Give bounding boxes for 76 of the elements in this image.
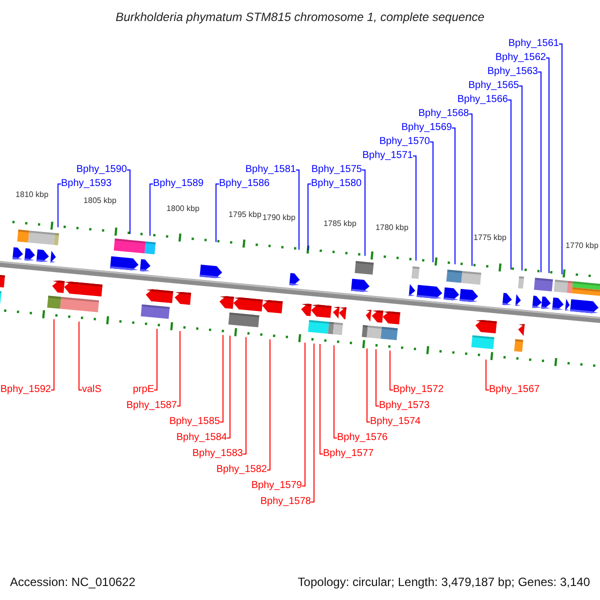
gene-label: Bphy_1589 — [153, 178, 204, 190]
leader-line — [468, 114, 472, 266]
scale-label: 1805 kbp — [84, 196, 116, 206]
leader-line — [430, 142, 434, 263]
leader-line — [518, 86, 522, 272]
gene-label: Bphy_1572 — [393, 384, 444, 396]
gene-label: Bphy_1585 — [169, 416, 220, 428]
leader-line — [452, 128, 456, 265]
gene-label: Bphy_1577 — [323, 448, 374, 460]
gene-label: Bphy_1570 — [379, 136, 430, 148]
gene-label: Bphy_1566 — [457, 94, 508, 106]
leader-line — [412, 156, 416, 262]
leader-line — [558, 44, 562, 275]
leader-line — [310, 343, 314, 502]
gene-label: Bphy_1586 — [219, 178, 270, 190]
gene-label: Bphy_1571 — [362, 150, 413, 162]
gene-label: valS — [82, 384, 102, 396]
leader-line — [320, 344, 324, 454]
leader-line — [390, 350, 394, 390]
leader-line — [334, 344, 338, 438]
gene-label: Bphy_1565 — [468, 80, 519, 92]
gene-label: Bphy_1582 — [216, 464, 267, 476]
scale-label: 1790 kbp — [262, 212, 296, 223]
leader-line — [216, 184, 220, 242]
gene-label: Bphy_1573 — [379, 400, 430, 412]
chart-title: Burkholderia phymatum STM815 chromosome 1, complete sequence — [114, 10, 486, 24]
gene-label: Bphy_1584 — [176, 432, 227, 444]
leader-line — [308, 184, 312, 252]
leader-line — [508, 100, 512, 270]
gene-label: Bphy_1592 — [0, 384, 51, 396]
leader-line — [546, 58, 550, 274]
leader-line — [242, 336, 246, 454]
leader-line — [176, 330, 180, 406]
gene-label: Bphy_1562 — [495, 52, 546, 64]
leader-line — [296, 170, 300, 250]
gene-label: Bphy_1581 — [245, 164, 296, 176]
leader-line — [486, 359, 490, 390]
leader-line — [154, 328, 158, 390]
gene-label: Bphy_1574 — [370, 416, 421, 428]
leader-line — [366, 348, 370, 422]
leader-line — [50, 318, 54, 390]
footer-text: Topology: circular; Length: 3,479,187 bp; Genes: 3,140 — [298, 575, 590, 589]
gene-label: prpE — [132, 384, 154, 396]
gene-label: Bphy_1567 — [489, 384, 540, 396]
leader-line — [362, 170, 366, 256]
leader-line — [220, 334, 224, 422]
gene-label: Bphy_1575 — [311, 164, 362, 176]
leader-line — [126, 170, 130, 234]
scale-label: 1800 kbp — [166, 204, 200, 214]
gene-label: Bphy_1587 — [126, 400, 177, 412]
gene-label: Bphy_1578 — [260, 496, 311, 508]
gene-label: Bphy_1568 — [418, 108, 469, 120]
scale-label: 1785 kbp — [324, 218, 356, 229]
leader-line — [58, 184, 62, 228]
scale-label: 1775 kbp — [474, 232, 506, 243]
gene-label: Bphy_1593 — [61, 178, 112, 190]
leader-line — [78, 321, 82, 390]
gene-label: Bphy_1590 — [76, 164, 127, 176]
gene-label: Bphy_1583 — [192, 448, 243, 460]
gene-label: Bphy_1561 — [508, 38, 559, 50]
gene-label: Bphy_1579 — [251, 480, 302, 492]
scale-label: 1770 kbp — [566, 241, 598, 252]
leader-line — [150, 184, 154, 236]
gene-label: Bphy_1576 — [337, 432, 388, 444]
scale-label: 1795 kbp — [228, 210, 262, 220]
gene-label: Bphy_1580 — [311, 178, 362, 190]
leader-line — [376, 348, 380, 406]
leader-line — [538, 72, 542, 273]
scale-label: 1810 kbp — [16, 190, 48, 200]
gene-label: Bphy_1563 — [487, 66, 538, 78]
leader-line — [266, 338, 270, 470]
leader-line — [302, 342, 306, 486]
gene-label: Bphy_1569 — [401, 122, 452, 134]
footer-text: Accession: NC_010622 — [10, 575, 136, 589]
leader-line — [226, 335, 230, 438]
scale-label: 1780 kbp — [376, 223, 408, 234]
